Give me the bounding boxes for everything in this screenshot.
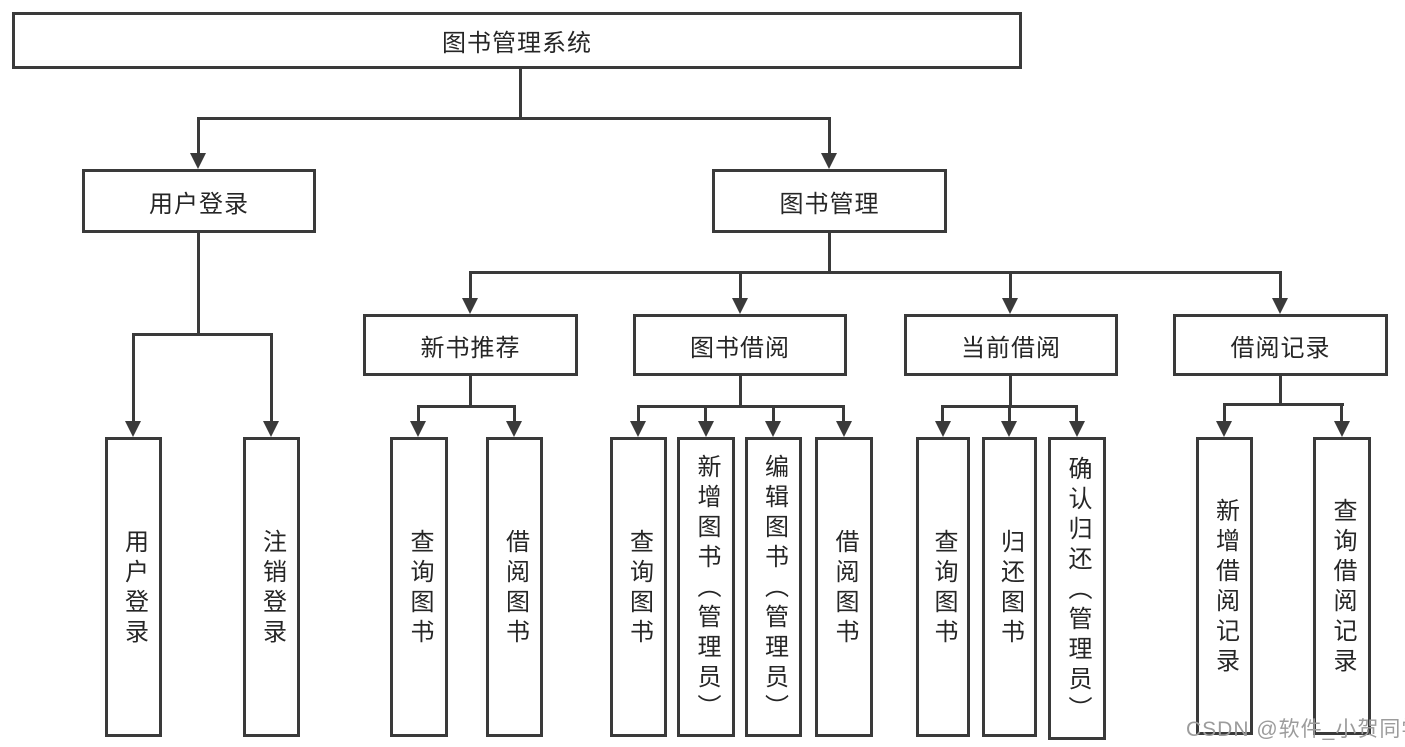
connector-level3-rail (469, 271, 1281, 274)
node-borrow-records: 借阅记录 (1173, 314, 1388, 376)
node-book-management: 图书管理 (712, 169, 947, 233)
leaf-user-login: 用户登录 (105, 437, 162, 737)
connector-to-book-management (828, 117, 831, 155)
connector-to-bb-edit (772, 405, 775, 423)
connector-user-login-rail (132, 333, 273, 336)
arrowhead-new-book (462, 298, 478, 314)
connector-to-bb-add (704, 405, 707, 423)
connector-current-borrow-stem (1009, 376, 1012, 407)
arrowhead-book-borrow (732, 298, 748, 314)
connector-user-login-stem (197, 233, 200, 335)
connector-to-book-borrow (739, 271, 742, 300)
node-user-login-label: 用户登录 (149, 190, 249, 218)
arrowhead-br-query (1334, 421, 1350, 437)
arrowhead-book-management (821, 153, 837, 169)
leaf-newbook-borrow-books-label: 借阅图书 (501, 529, 529, 649)
leaf-borrow-query-books: 查询图书 (610, 437, 667, 737)
leaf-borrow-edit-books-admin: 编辑图书（管理员） (745, 437, 802, 737)
leaf-current-query-books-label: 查询图书 (930, 529, 957, 649)
arrowhead-user-login (190, 153, 206, 169)
leaf-borrow-add-books-admin: 新增图书（管理员） (677, 437, 735, 737)
leaf-records-query-record: 查询借阅记录 (1313, 437, 1371, 735)
leaf-logout: 注销登录 (243, 437, 300, 737)
leaf-user-login-label: 用户登录 (120, 529, 148, 649)
connector-to-borrow-records (1279, 271, 1282, 300)
leaf-records-query-record-label: 查询借阅记录 (1329, 498, 1356, 678)
csdn-watermark: CSDN @软件_小贺同学 (1186, 718, 1405, 741)
arrowhead-bb-edit (765, 421, 781, 437)
connector-book-management-stem (828, 233, 831, 273)
leaf-current-confirm-return-admin: 确认归还（管理员） (1048, 437, 1106, 740)
leaf-borrow-borrow-books-label: 借阅图书 (831, 529, 858, 649)
arrowhead-current-borrow (1002, 298, 1018, 314)
node-current-borrow-label: 当前借阅 (961, 334, 1061, 362)
connector-to-bb-borrow (842, 405, 845, 423)
connector-book-borrow-stem (739, 376, 742, 407)
leaf-newbook-query-books: 查询图书 (390, 437, 448, 737)
connector-borrow-records-rail (1223, 403, 1344, 406)
leaf-borrow-query-books-label: 查询图书 (625, 529, 653, 649)
node-book-borrow-label: 图书借阅 (690, 334, 790, 362)
connector-root-stem (519, 68, 522, 119)
connector-to-cb-confirm (1075, 405, 1078, 423)
leaf-records-add-record-label: 新增借阅记录 (1211, 498, 1239, 678)
connector-book-borrow-rail (637, 405, 845, 408)
arrowhead-nb-borrow (506, 421, 522, 437)
connector-to-nb-borrow (513, 405, 516, 423)
arrowhead-leaf-logout (263, 421, 279, 437)
connector-to-leaf-user-login (132, 333, 135, 423)
node-book-management-label: 图书管理 (779, 190, 880, 218)
arrowhead-br-add (1216, 421, 1232, 437)
leaf-current-return-books-label: 归还图书 (996, 529, 1024, 649)
arrowhead-bb-borrow (836, 421, 852, 437)
node-current-borrow: 当前借阅 (904, 314, 1118, 376)
arrowhead-leaf-user-login (125, 421, 141, 437)
connector-to-new-book (469, 271, 472, 300)
node-root-system: 图书管理系统 (12, 12, 1022, 69)
leaf-current-confirm-return-admin-label: 确认归还（管理员） (1064, 455, 1091, 726)
connector-to-br-query (1340, 403, 1343, 423)
node-root-label: 图书管理系统 (442, 30, 592, 57)
connector-new-book-rail (417, 405, 516, 408)
leaf-newbook-borrow-books: 借阅图书 (486, 437, 543, 737)
connector-to-current-borrow (1009, 271, 1012, 300)
leaf-borrow-add-books-admin-label: 新增图书（管理员） (693, 454, 720, 724)
connector-to-bb-query (637, 405, 640, 423)
arrowhead-borrow-records (1272, 298, 1288, 314)
connector-to-user-login (197, 117, 200, 155)
arrowhead-cb-confirm (1069, 421, 1085, 437)
arrowhead-cb-return (1001, 421, 1017, 437)
connector-to-cb-return (1008, 405, 1011, 423)
node-book-borrow: 图书借阅 (633, 314, 847, 376)
node-new-book-recommend: 新书推荐 (363, 314, 578, 376)
arrowhead-nb-query (410, 421, 426, 437)
leaf-borrow-edit-books-admin-label: 编辑图书（管理员） (760, 454, 788, 724)
connector-borrow-records-stem (1279, 376, 1282, 405)
leaf-borrow-borrow-books: 借阅图书 (815, 437, 873, 737)
leaf-newbook-query-books-label: 查询图书 (406, 529, 433, 649)
connector-to-leaf-logout (270, 333, 273, 423)
arrowhead-bb-query (630, 421, 646, 437)
arrowhead-cb-query (935, 421, 951, 437)
connector-to-br-add (1223, 403, 1226, 423)
connector-to-nb-query (417, 405, 420, 423)
leaf-current-return-books: 归还图书 (982, 437, 1037, 737)
node-borrow-records-label: 借阅记录 (1230, 334, 1331, 362)
connector-to-cb-query (941, 405, 944, 423)
leaf-logout-label: 注销登录 (258, 529, 286, 649)
node-user-login: 用户登录 (82, 169, 316, 233)
arrowhead-bb-add (698, 421, 714, 437)
node-new-book-recommend-label: 新书推荐 (420, 334, 521, 362)
connector-level2-rail (197, 117, 831, 120)
leaf-records-add-record: 新增借阅记录 (1196, 437, 1253, 735)
leaf-current-query-books: 查询图书 (916, 437, 970, 737)
connector-new-book-stem (469, 376, 472, 407)
